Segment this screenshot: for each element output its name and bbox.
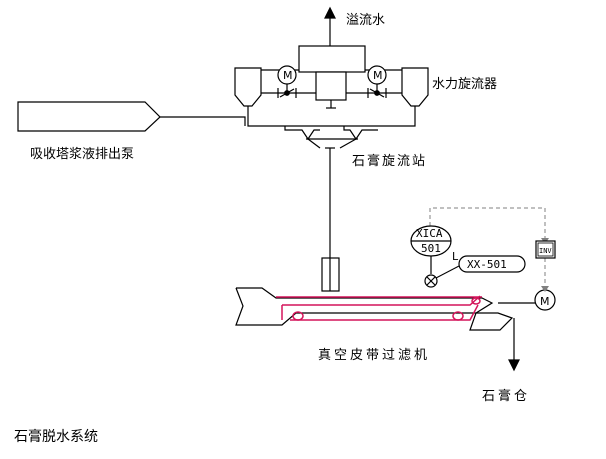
inverter-tag: INV xyxy=(539,247,552,255)
xica-number: 501 xyxy=(421,242,441,255)
gypsum-cyclone-station-label: 石膏旋流站 xyxy=(352,153,427,169)
belt-motor-letter: M xyxy=(540,295,550,308)
gypsum-discharge xyxy=(508,318,520,372)
hydrocyclone-station xyxy=(234,45,429,149)
level-letter: L xyxy=(452,250,459,263)
vacuum-belt-filter xyxy=(235,287,536,331)
belt-drive-motor: M xyxy=(534,289,556,311)
inverter-box: INV xyxy=(535,240,556,259)
control-signal-lines xyxy=(429,207,546,290)
feed-pipe xyxy=(321,147,340,292)
signal-arrow-motor xyxy=(541,286,549,292)
right-motor-letter: M xyxy=(373,69,383,82)
left-valve-motor: M xyxy=(277,65,297,85)
xica-controller: XICA 501 xyxy=(410,225,452,257)
xica-tag: XICA xyxy=(416,227,443,240)
right-valve-motor: M xyxy=(367,65,387,85)
overflow-water-outlet xyxy=(324,6,336,48)
xx501-tag: XX-501 xyxy=(435,255,526,279)
absorber-slurry-pump xyxy=(17,101,246,132)
filter-belt-loop xyxy=(276,295,482,321)
left-motor-letter: M xyxy=(283,69,293,82)
control-valve xyxy=(424,274,438,288)
overflow-water-label: 溢流水 xyxy=(346,13,385,28)
diagram-caption: 石膏脱水系统 xyxy=(14,429,98,445)
xx501-text: XX-501 xyxy=(467,258,507,271)
gypsum-silo-label: 石膏仓 xyxy=(482,388,530,404)
absorber-slurry-pump-label: 吸收塔浆液排出泵 xyxy=(30,147,134,162)
vacuum-belt-filter-label: 真空皮带过滤机 xyxy=(318,348,430,363)
hydrocyclone-label: 水力旋流器 xyxy=(432,77,497,92)
